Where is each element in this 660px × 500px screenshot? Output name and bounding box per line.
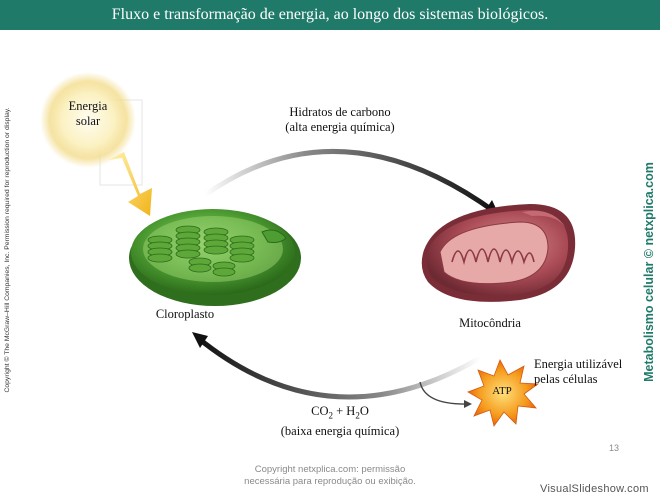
atp-energy-label-line-2: pelas células: [534, 372, 598, 386]
site-watermark: VisualSlideshow.com: [540, 483, 649, 495]
sun-label: Energia solar: [52, 99, 124, 129]
plus-h-text: + H: [333, 404, 356, 418]
bottom-curved-arrow: [195, 335, 483, 400]
sunlight-arrow: [108, 152, 152, 216]
chloroplast: [129, 209, 301, 306]
atp-starburst: [467, 359, 540, 427]
permission-line-2: necessária para reprodução ou exibição.: [244, 476, 416, 487]
atp-energy-label: Energia utilizável pelas células: [534, 357, 634, 387]
sun-icon: [40, 72, 136, 168]
chloroplast-label: Cloroplasto: [155, 307, 215, 321]
atp-label: ATP: [492, 385, 512, 397]
atp-branch-arrowhead: [464, 400, 472, 408]
sun-label-text: Energia solar: [68, 99, 108, 128]
co2-subscript: 2: [328, 410, 334, 421]
atp-energy-label-line-1: Energia utilizável: [534, 357, 623, 371]
top-arrow-label-line-1: Hidratos de carbono: [289, 105, 391, 119]
bottom-arrow-label-line-2: (baixa energia química): [280, 423, 400, 438]
top-arrow-label-line-2: (alta energia química): [285, 120, 395, 134]
atp-branch-arrow: [419, 381, 469, 405]
page-number: 13: [609, 443, 620, 453]
o-text: O: [359, 404, 369, 418]
bottom-arrow-label: CO2 + H2O (baixa energia química): [255, 404, 425, 439]
top-arrow-label: Hidratos de carbono (alta energia químic…: [255, 105, 425, 135]
permission-note: Copyright netxplica.com: permissão neces…: [230, 464, 430, 488]
bottom-arrow-label-line-1: CO2 + H2O: [255, 404, 425, 424]
mitochondria: [421, 204, 576, 302]
permission-line-1: Copyright netxplica.com: permissão: [254, 464, 406, 475]
co-text: CO: [311, 404, 329, 418]
bottom-arrowhead: [192, 332, 208, 348]
mitochondria-label: Mitocôndria: [459, 316, 521, 330]
h2-subscript: 2: [355, 410, 360, 421]
slide-title: Fluxo e transformação de energia, ao lon…: [0, 0, 660, 30]
top-curved-arrow: [202, 148, 498, 215]
